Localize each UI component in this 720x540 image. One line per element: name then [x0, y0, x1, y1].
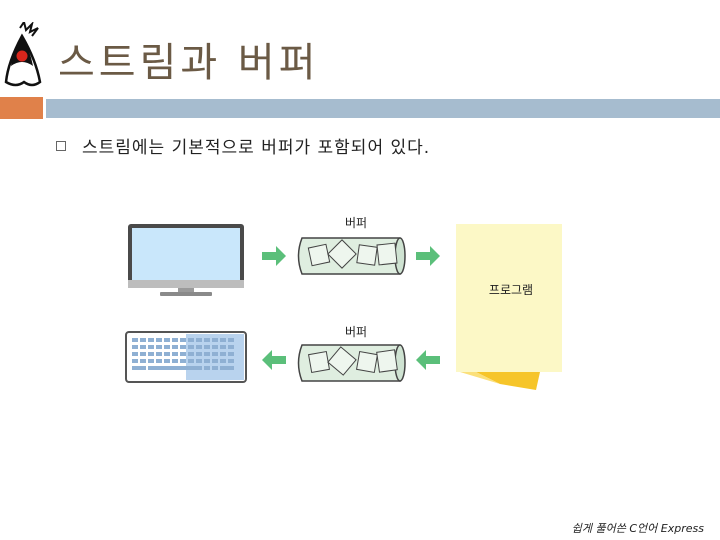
duke-logo-icon	[4, 22, 42, 87]
arrow-left-1	[262, 350, 286, 370]
buffer-label-bottom: 버퍼	[345, 325, 367, 339]
program-label: 프로그램	[489, 283, 533, 297]
title-divider-bar	[46, 99, 720, 118]
page-title: 스트림과 버퍼	[58, 40, 320, 86]
program-sheet	[456, 224, 562, 390]
buffer-pipe-top	[297, 237, 406, 275]
arrow-right-2	[416, 246, 440, 266]
arrow-right-1	[262, 246, 286, 266]
buffer-pipe-bottom	[297, 344, 406, 382]
bullet-marker	[56, 141, 66, 151]
keyboard-icon	[125, 331, 247, 383]
stream-buffer-diagram: 버퍼 버퍼 프로그램	[125, 216, 562, 390]
footer-credit: 쉽게 풀어쓴 C언어 Express	[571, 522, 704, 535]
monitor-icon	[128, 224, 244, 296]
arrow-left-2	[416, 350, 440, 370]
title-divider-accent	[0, 97, 43, 119]
buffer-label-top: 버퍼	[345, 216, 367, 230]
bullet-text: 스트림에는 기본적으로 버퍼가 포함되어 있다.	[82, 138, 431, 158]
